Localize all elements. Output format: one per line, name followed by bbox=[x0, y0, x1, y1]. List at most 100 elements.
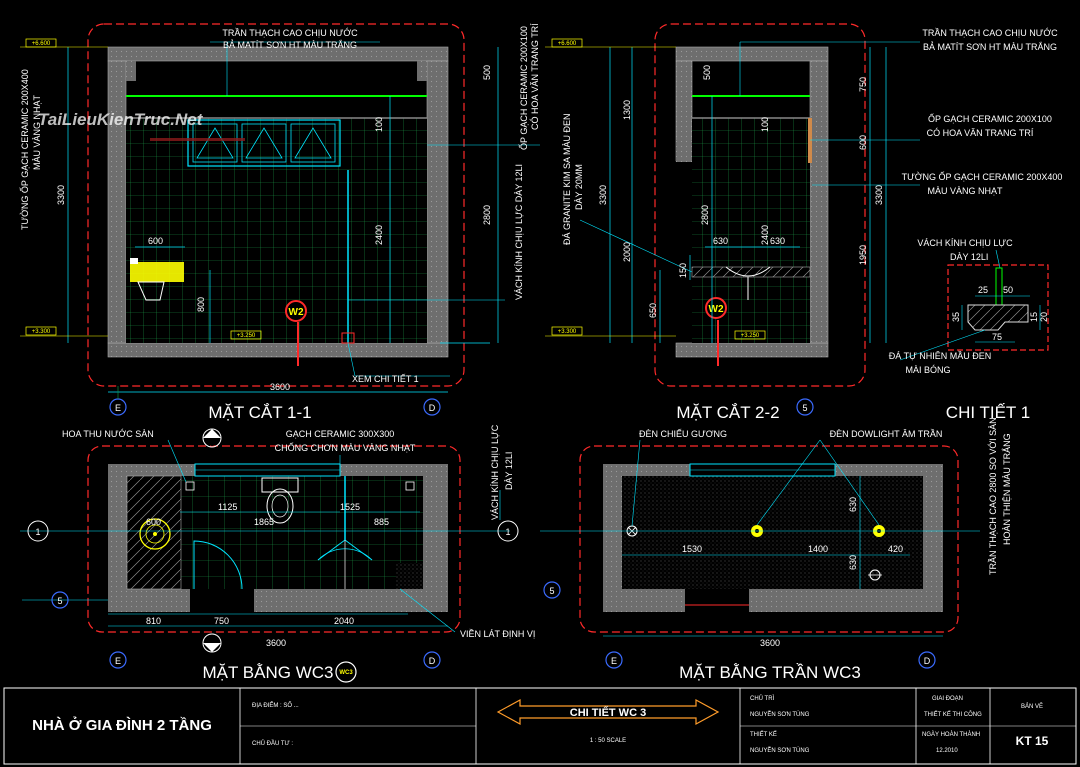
plan-dim-1125: 1125 bbox=[218, 502, 237, 512]
section-2-dim-1300: 1300 bbox=[622, 100, 632, 120]
section-2-dim-2800: 2800 bbox=[700, 205, 710, 225]
svg-text:1: 1 bbox=[210, 441, 214, 448]
owner-label: CHỦ ĐẦU TƯ : bbox=[252, 740, 293, 747]
svg-text:WC3: WC3 bbox=[339, 670, 353, 676]
ceiling-plan-wc3: ĐÈN CHIẾU GƯƠNG ĐÈN DOWLIGHT ÂM TRẦN TRẦ… bbox=[540, 417, 1012, 682]
section-1-level-mid: +3.300 bbox=[32, 329, 51, 335]
section-2-tag-label: W2 bbox=[709, 304, 724, 315]
section-2-dim-1950: 1950 bbox=[858, 245, 868, 265]
detail-1-note-glass-1: VÁCH KÍNH CHỊU LỰC bbox=[917, 238, 1013, 248]
detail-1-note-stone-1: ĐÁ TỰ NHIÊN MẦU ĐEN bbox=[889, 351, 992, 361]
plan-grid-5: 5 bbox=[51, 591, 69, 609]
section-1-tag-label: W2 bbox=[289, 307, 304, 318]
plan-dim-885: 885 bbox=[374, 517, 389, 527]
section-2-boundary bbox=[654, 23, 866, 387]
plan-floor-drain-2 bbox=[405, 481, 415, 491]
svg-text:E: E bbox=[611, 656, 617, 666]
section-1-dim-600: 600 bbox=[148, 236, 163, 246]
section-1-boundary bbox=[87, 23, 465, 387]
plan-floor-drain-1 bbox=[185, 481, 195, 491]
section-2-beam bbox=[676, 140, 692, 162]
detail-1-dim-35: 35 bbox=[951, 312, 961, 322]
plan-dim-750: 750 bbox=[214, 616, 229, 626]
detail-1-title: CHI TIẾT 1 bbox=[946, 403, 1030, 422]
ceiling-grid-e: E bbox=[605, 651, 623, 669]
plan-note-tile-2: CHỐNG CHƠN MÀU VÀNG NHẠT bbox=[275, 442, 416, 453]
section-1-level-floor: +3.250 bbox=[237, 333, 256, 339]
section-1-ceiling-slab bbox=[107, 46, 449, 62]
title-block: NHÀ Ở GIA ĐÌNH 2 TẦNG ĐỊA ĐIỂM : SỐ ... … bbox=[3, 687, 1077, 765]
ceiling-dim-630a: 630 bbox=[848, 497, 858, 512]
detail-1-dim-50: 50 bbox=[1003, 285, 1013, 295]
detail-1-glass bbox=[995, 267, 1003, 307]
section-2-right-wall bbox=[809, 60, 829, 344]
plan-grid-e: E bbox=[109, 651, 127, 669]
section-1-sink bbox=[130, 258, 184, 301]
plan-section-mark-left: 1 bbox=[27, 520, 49, 542]
plan-door-swing bbox=[193, 540, 243, 590]
section-1-note-detail: XEM CHI TIẾT 1 bbox=[352, 374, 419, 384]
plan-section-mark-right: 1 bbox=[497, 520, 519, 542]
project-name: NHÀ Ở GIA ĐÌNH 2 TẦNG bbox=[32, 716, 212, 734]
svg-text:5: 5 bbox=[57, 596, 62, 606]
section-2-note-granite-1: ĐÁ GRANITE KIM SA MÀU ĐEN bbox=[562, 113, 572, 245]
ceiling-title: MẶT BẰNG TRẦN WC3 bbox=[679, 663, 861, 682]
detail-1-note-glass-2: DÀY 12LI bbox=[950, 252, 988, 262]
section-2-note-wall-2: MÀU VÀNG NHẠT bbox=[927, 186, 1003, 196]
plan-note-glass-2: DÀY 12LI bbox=[504, 452, 514, 490]
section-1-leaders bbox=[210, 41, 540, 377]
ceiling-exhaust bbox=[868, 569, 882, 581]
phase-label: GIAI ĐOẠN bbox=[932, 696, 963, 702]
section-2-dim-630a: 630 bbox=[713, 236, 728, 246]
plan-note-drain: HOA THU NƯỚC SÀN bbox=[62, 429, 154, 439]
section-1-dim-800: 800 bbox=[196, 297, 206, 312]
plan-grid-d: D bbox=[423, 651, 441, 669]
plan-note-border: VIỀN LÁT ĐỊNH VỊ bbox=[460, 629, 535, 639]
section-1-left-wall bbox=[107, 60, 127, 344]
design-name: NGUYỄN SƠN TÙNG bbox=[750, 747, 810, 754]
plan-dim-810: 810 bbox=[146, 616, 161, 626]
section-1-1: W2 +6.600 +3.300 bbox=[19, 23, 540, 422]
ceiling-note-ceiling-1: TRẦN THẠCH CAO 2800 SO VỚI SÀN bbox=[988, 417, 998, 575]
svg-text:+3.300: +3.300 bbox=[558, 329, 577, 335]
chief-label: CHỦ TRÌ bbox=[750, 695, 775, 702]
plan-shower-drain-area bbox=[396, 563, 423, 589]
svg-text:D: D bbox=[924, 656, 931, 666]
section-1-beam-left bbox=[126, 61, 136, 81]
section-1-title: MẶT CẮT 1-1 bbox=[208, 403, 311, 422]
plan-dim-600: 600 bbox=[146, 517, 161, 527]
plan-dimension-lines bbox=[20, 439, 510, 633]
plan-dim-3600: 3600 bbox=[266, 638, 286, 648]
ceiling-note-mirror: ĐÈN CHIẾU GƯƠNG bbox=[639, 429, 727, 439]
section-1-window bbox=[187, 119, 341, 167]
section-2-note-ceiling-2: BẢ MATÍT SƠN HT MÀU TRẮNG bbox=[923, 41, 1057, 52]
section-1-note-wall-left-2: MÀU VÀNG NHẠT bbox=[32, 94, 42, 170]
sheet-title-arrow bbox=[496, 698, 720, 726]
section-2-dim-2000: 2000 bbox=[622, 242, 632, 262]
section-1-note-right-2: CÓ HOA VĂN TRANG TRÍ bbox=[530, 23, 540, 130]
svg-text:+3.250: +3.250 bbox=[741, 333, 760, 339]
section-2-dim-100: 100 bbox=[760, 117, 770, 132]
section-2-dim-630b: 630 bbox=[770, 236, 785, 246]
section-2-note-ceiling-1: TRẦN THẠCH CAO CHỊU NƯỚC bbox=[922, 28, 1058, 38]
section-1-dim-500: 500 bbox=[482, 65, 492, 80]
section-2-title: MẶT CẮT 2-2 bbox=[676, 403, 779, 422]
ceiling-dim-1400: 1400 bbox=[808, 544, 828, 554]
ceiling-dimension-lines bbox=[540, 439, 980, 637]
ceiling-note-downlight: ĐÈN DOWLIGHT ÂM TRẦN bbox=[830, 429, 943, 439]
detail-1-note-stone-2: MÀI BÓNG bbox=[905, 365, 950, 375]
section-1-grid-d: D bbox=[423, 398, 441, 416]
svg-text:1: 1 bbox=[35, 527, 40, 537]
detail-1-stone bbox=[967, 304, 1029, 331]
section-2-floor-slab bbox=[675, 342, 829, 358]
section-2-dim-750: 750 bbox=[858, 77, 868, 92]
section-1-dim-3300: 3300 bbox=[56, 185, 66, 205]
section-1-level-top: +6.600 bbox=[32, 41, 51, 47]
plan-section-mark-bottom bbox=[202, 633, 222, 653]
ceiling-door-opening bbox=[685, 589, 749, 612]
section-2-basin bbox=[725, 266, 771, 277]
section-1-wall-tiles bbox=[126, 118, 427, 343]
section-2-dim-3300r: 3300 bbox=[874, 185, 884, 205]
section-1-dimension-lines bbox=[67, 47, 499, 393]
svg-text:D: D bbox=[429, 403, 436, 413]
